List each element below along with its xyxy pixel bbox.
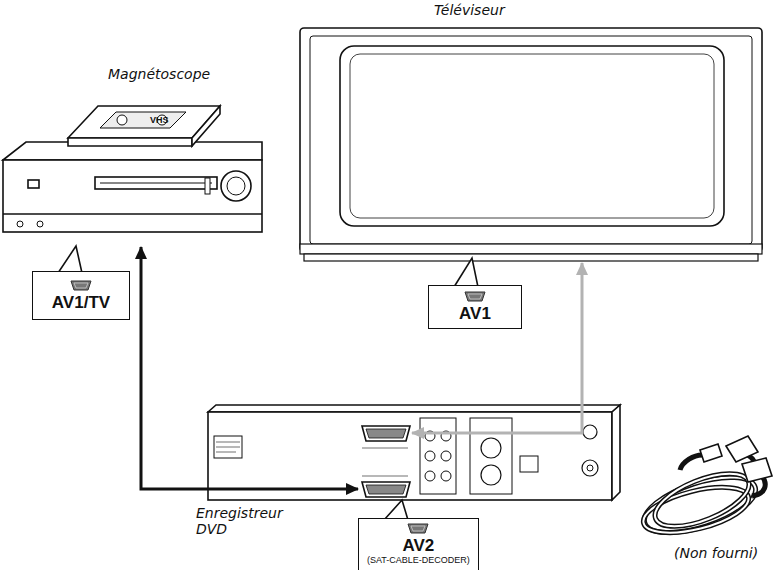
vcr-drawing: [3, 106, 262, 232]
scart-icon: [464, 291, 486, 302]
note-label: (Non fourni): [674, 545, 758, 561]
connector-name: AV1/TV: [52, 293, 110, 312]
vcr-device: Magnétoscope: [0, 66, 266, 246]
device-name: Enregistreur DVD: [194, 505, 288, 537]
connector-callout: AV1: [428, 285, 522, 329]
dvd-recorder-drawing: [208, 405, 620, 500]
connector-callout: AV2(SAT-CABLE-DECODER): [358, 518, 479, 570]
cassette-label: VHS: [150, 115, 169, 125]
device-name: Téléviseur: [432, 2, 507, 18]
dvd-recorder-device: Enregistreur DVD: [208, 405, 620, 501]
scart-icon: [70, 280, 92, 291]
device-name: Magnétoscope: [106, 66, 212, 82]
scart-cable: [638, 436, 772, 544]
connector-note: (SAT-CABLE-DECODER): [367, 555, 470, 566]
scart-icon: [407, 523, 429, 534]
cable-connection: [141, 247, 358, 489]
cable-connection: [412, 263, 582, 433]
connector-callout: AV1/TV: [32, 271, 130, 320]
connector-name: AV1: [459, 304, 491, 323]
tv-device: Téléviseur: [298, 2, 764, 262]
connector-name: AV2: [403, 536, 435, 555]
tv-drawing: [300, 28, 762, 261]
